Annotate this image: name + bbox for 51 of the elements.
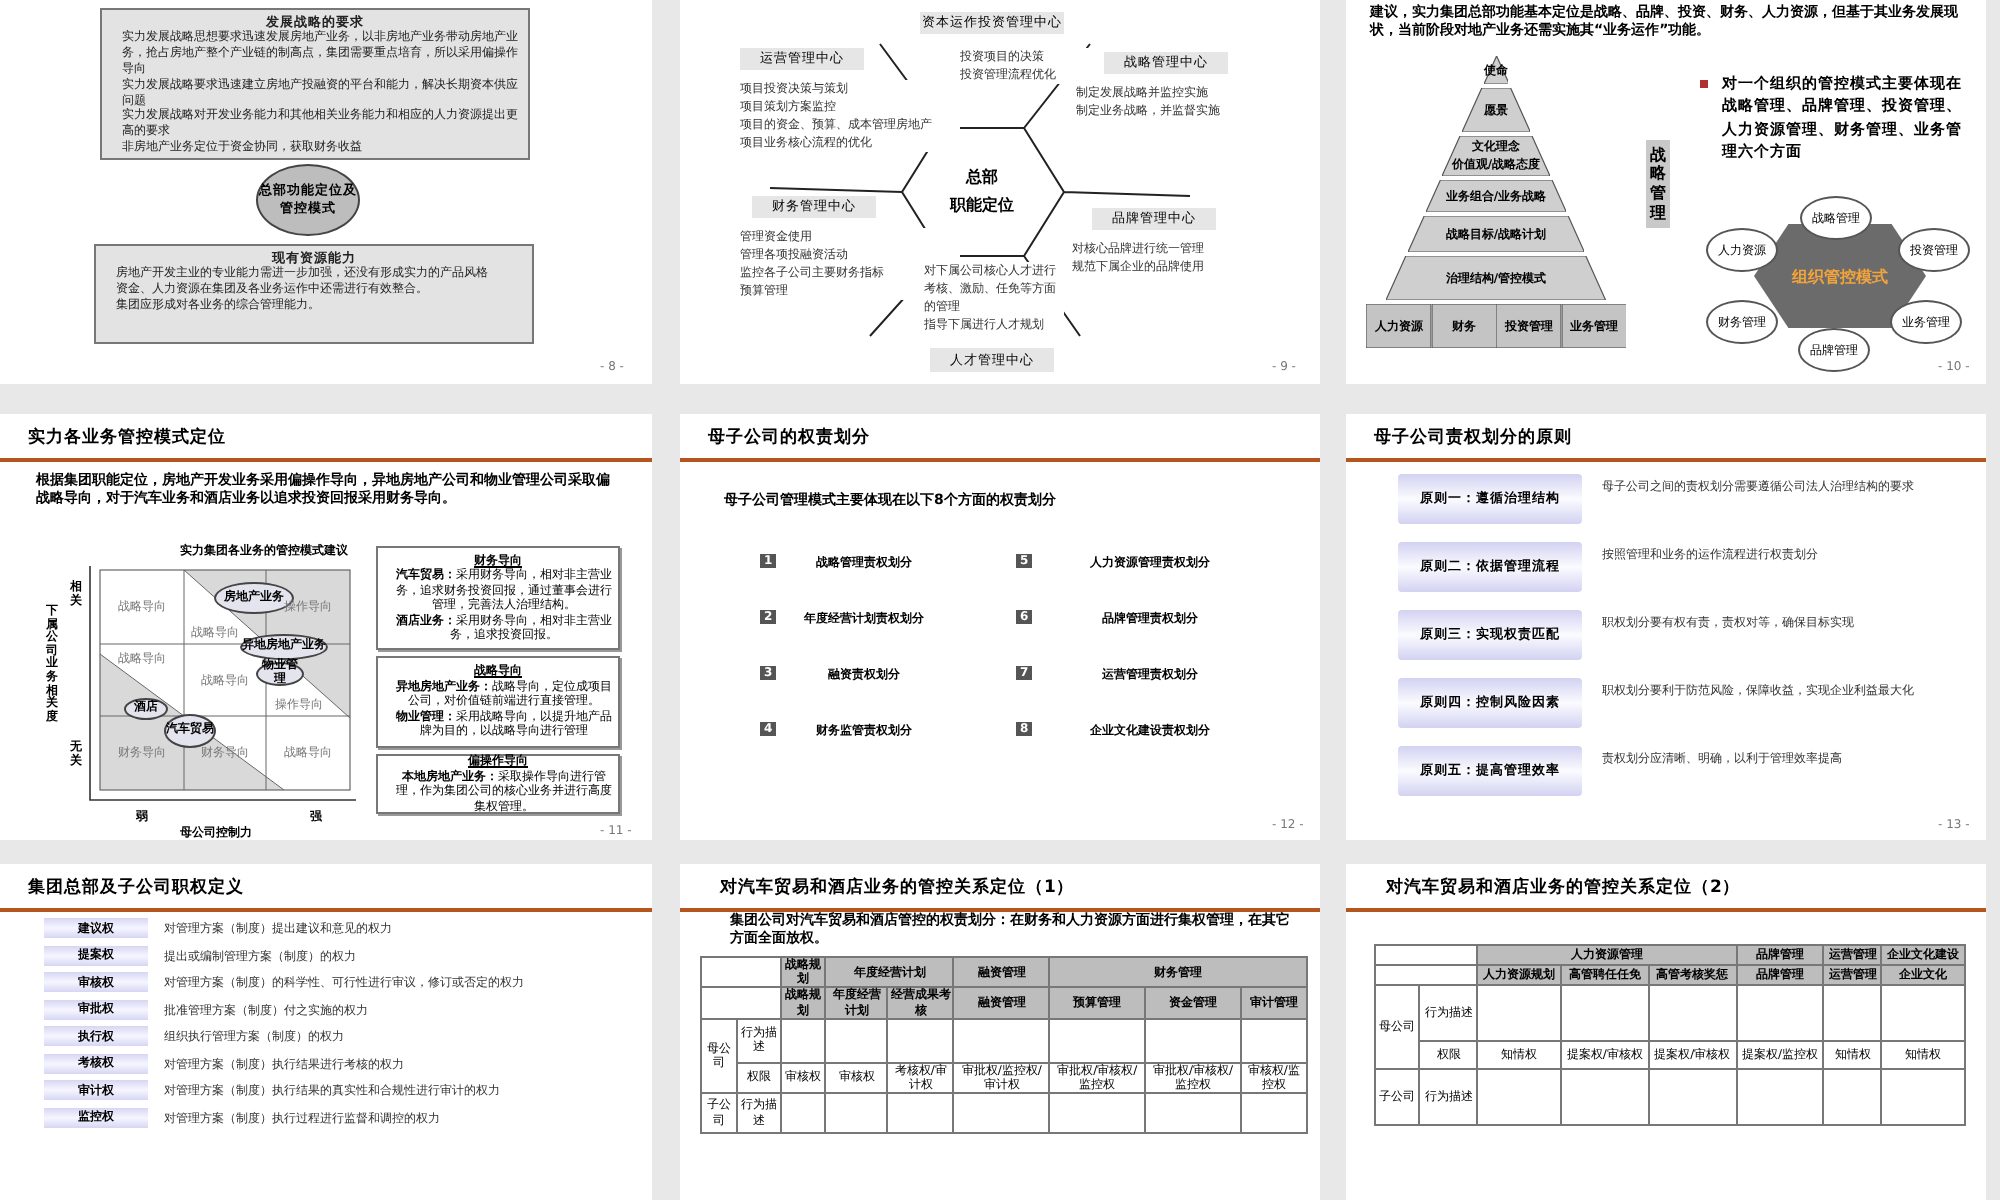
slide-title: 实力各业务管控模式定位 [28,426,228,450]
principle-box [1398,746,1582,796]
pyramid-layer [1483,56,1509,84]
note-box [376,546,620,650]
pyramid-block [1366,304,1431,348]
pyramid-block [1561,304,1626,348]
node-text: 战略管理 [1647,145,1668,223]
heading-box [752,196,876,218]
heading-box [740,48,864,70]
pyramid-layer [1407,216,1585,252]
right-tag [44,1107,148,1127]
pyramid-block [1496,304,1561,348]
aspect-circle [1890,300,1962,344]
callout-panel [94,244,534,344]
principle-box [1398,542,1582,592]
pyramid-layer [1386,256,1606,300]
right-tag [44,918,148,938]
right-tag [44,999,148,1019]
slide-title: 母子公司的权责划分 [708,426,872,450]
slide-title: 集团总部及子公司职权定义 [28,876,246,900]
aspect-circle [1798,328,1870,372]
aspect-circle [1800,196,1872,240]
heading-box [930,348,1054,372]
node-text: 组织管控模式 [1792,265,1888,287]
aspect-circle [1898,228,1970,272]
pyramid-layer [1442,136,1550,176]
right-tag [44,972,148,992]
principle-box [1398,610,1582,660]
aspect-circle [1706,228,1778,272]
heading-box [1104,52,1228,74]
right-tag [44,1080,148,1100]
slide-title: 母子公司责权划分的原则 [1374,426,1574,450]
note-box [376,754,620,814]
right-tag [44,1053,148,1073]
aspect-circle [1706,300,1778,344]
business-oval [240,634,328,660]
slide-title: 对汽车贸易和酒店业务的管控关系定位（2） [1386,876,1742,900]
side-label-box [1646,140,1670,228]
callout-panel [100,8,530,160]
right-tag [44,945,148,965]
principle-box [1398,678,1582,728]
heading-box [1092,208,1216,230]
right-tag [44,1026,148,1046]
pyramid-layer [1461,88,1531,132]
principle-box [1398,474,1582,524]
center-label: 总部 职能定位 [936,164,1028,220]
note-box [376,656,620,748]
center-circle [256,164,360,236]
pyramid-block [1431,304,1496,348]
pyramid-layer [1425,180,1567,212]
slide-title: 对汽车贸易和酒店业务的管控关系定位（1） [720,876,1076,900]
